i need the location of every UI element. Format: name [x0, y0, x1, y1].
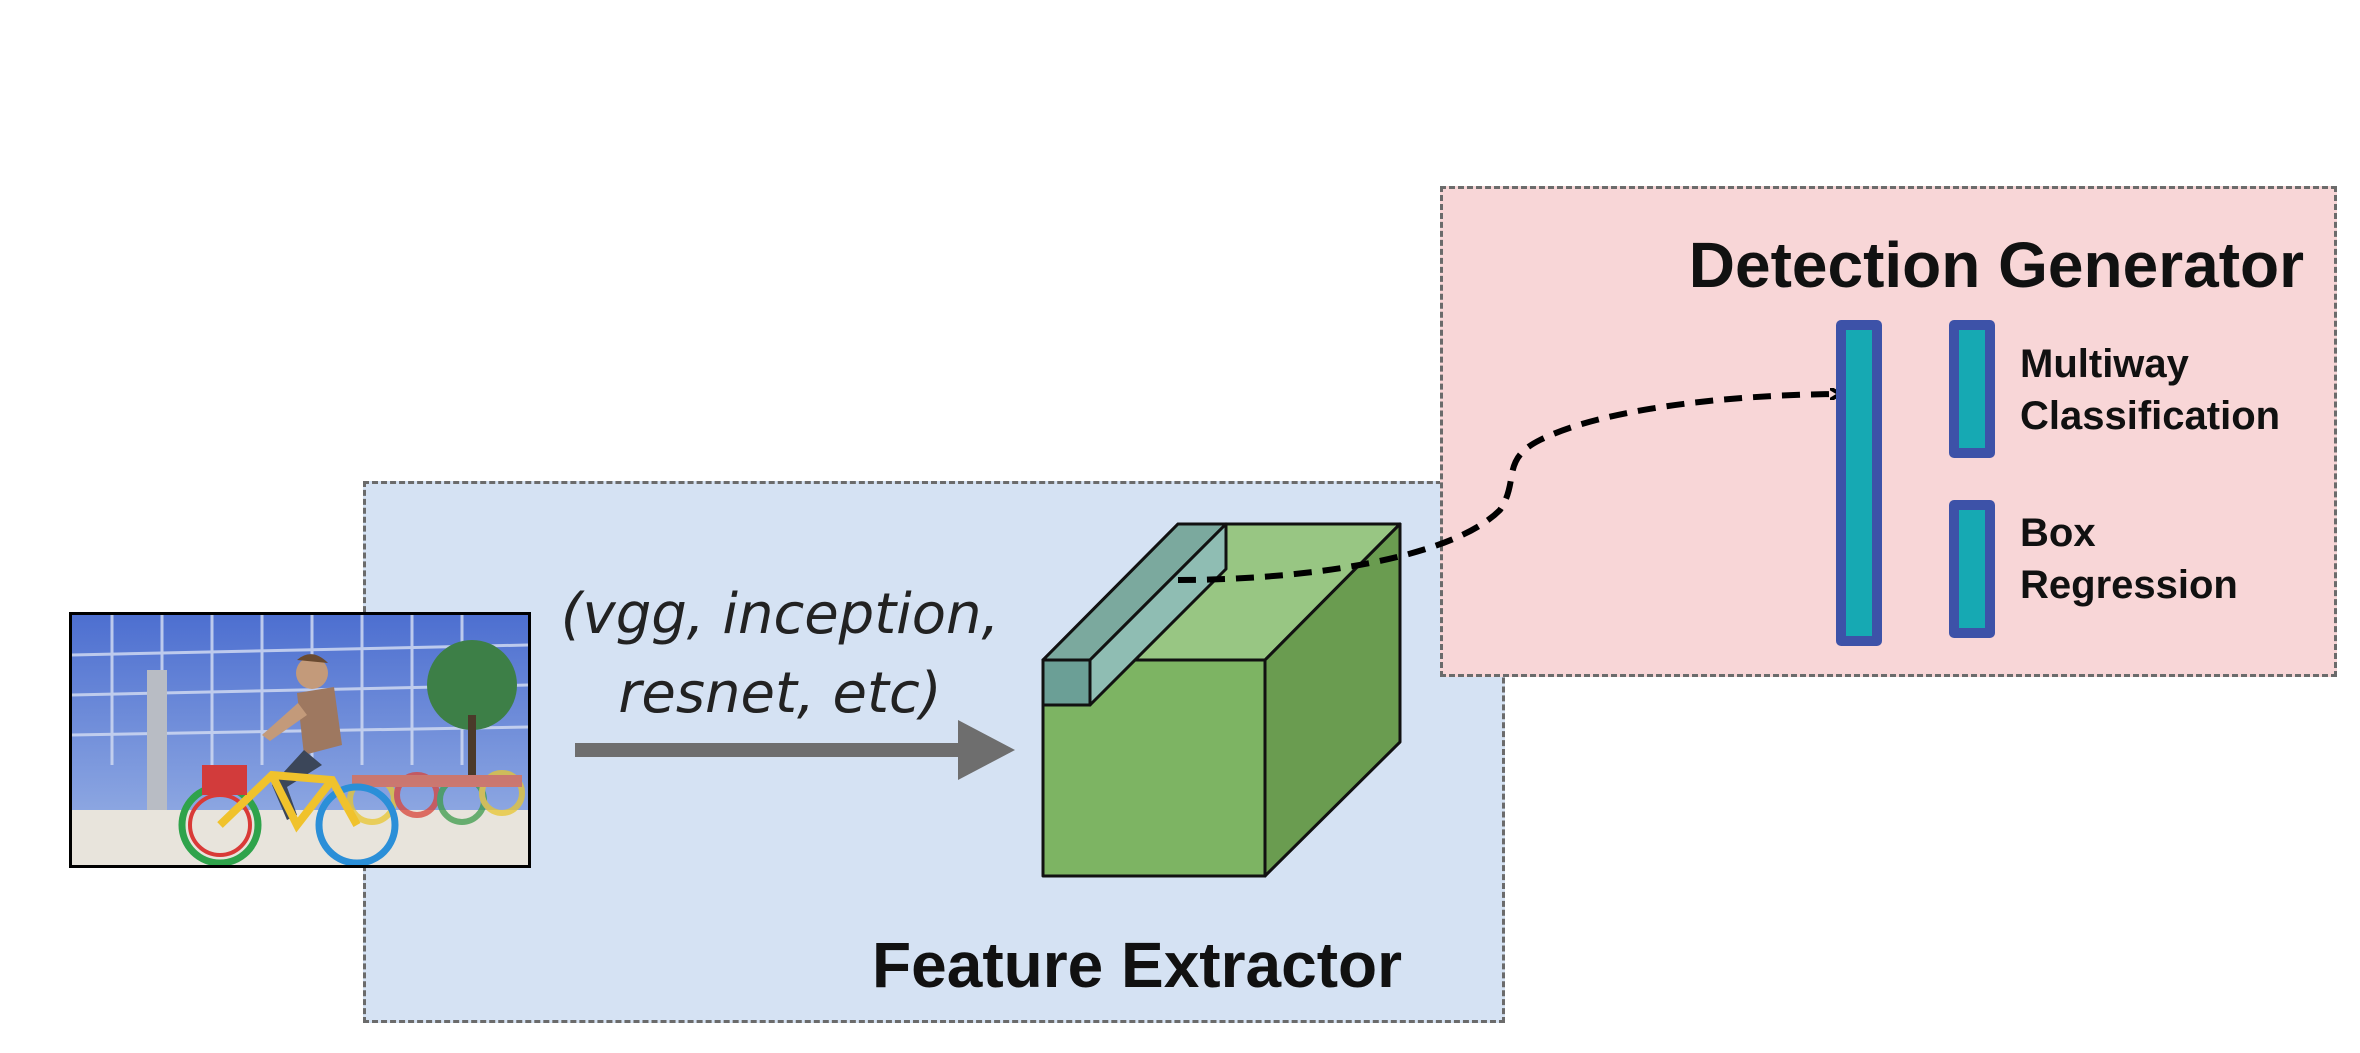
dashed-connector	[1177, 394, 1838, 583]
box-regression-label-line-2: Regression	[2020, 563, 2238, 607]
flow-arrow	[575, 720, 1015, 780]
input-photo	[69, 612, 531, 868]
backbone-text-line-2: resnet, etc)	[618, 661, 942, 726]
multiway-label-line-1: Multiway	[2020, 342, 2189, 386]
feature-extractor-title: Feature Extractor	[872, 929, 1402, 1001]
feature-layer-bar	[1836, 320, 1882, 646]
regression-layer-bar	[1949, 500, 1995, 638]
multiway-label-line-2: Classification	[2020, 394, 2281, 438]
classification-layer-bar	[1949, 320, 1995, 458]
detection-generator-title: Detection Generator	[1688, 229, 2304, 301]
sliding-window	[1041, 522, 1228, 707]
photo-cyclist-icon	[72, 615, 528, 865]
backbone-text-line-1: (vgg, inception,	[560, 582, 1000, 647]
box-regression-label-line-1: Box	[2020, 511, 2096, 555]
feature-cube-icon	[1041, 522, 1402, 878]
detection-generator-panel	[1440, 186, 2337, 677]
